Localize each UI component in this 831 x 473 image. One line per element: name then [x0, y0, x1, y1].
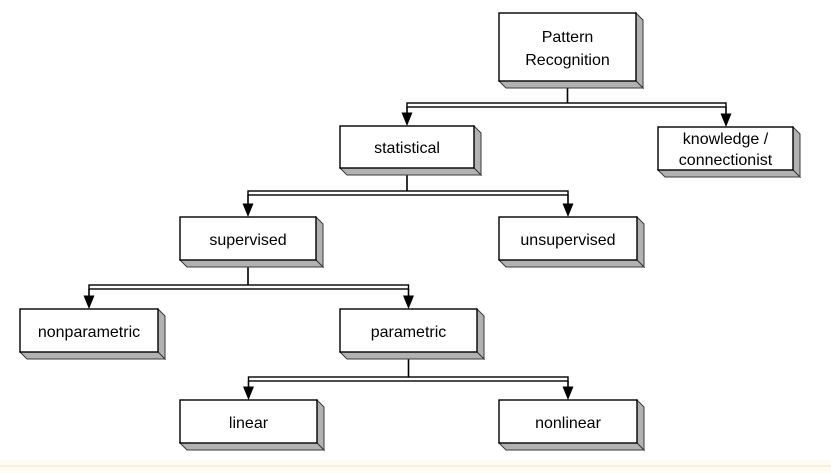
arrowhead-to-supervised: [242, 203, 254, 217]
node-label: connectionist: [679, 152, 773, 169]
footer-strip: [0, 460, 831, 473]
arrowhead-to-statistical: [401, 112, 413, 126]
node-supervised: supervised: [178, 215, 325, 269]
connector-pattern-recognition-children: [401, 81, 732, 127]
arrowhead-to-linear: [243, 386, 254, 400]
arrowhead-to-nonparametric: [83, 295, 95, 309]
arrowhead-to-unsupervised: [562, 203, 574, 217]
node-pattern-recognition: Pattern Recognition: [497, 11, 645, 90]
node-parametric: parametric: [338, 307, 486, 361]
node-label: Pattern: [542, 29, 594, 46]
node-nonparametric: nonparametric: [18, 307, 167, 361]
node-label: unsupervised: [520, 232, 615, 249]
node-label: knowledge /: [683, 131, 769, 148]
arrowhead-to-nonlinear: [562, 386, 574, 400]
node-label: linear: [229, 415, 269, 432]
node-statistical: statistical: [338, 124, 483, 177]
arrowhead-to-parametric: [403, 295, 414, 309]
node-label: supervised: [209, 232, 286, 249]
arrowhead-to-knowledge-connectionist: [720, 113, 732, 127]
node-label: nonlinear: [535, 415, 602, 432]
node-label: statistical: [374, 140, 440, 157]
node-linear: linear: [178, 398, 326, 452]
node-nonlinear: nonlinear: [497, 398, 646, 452]
node-knowledge-connectionist: knowledge / connectionist: [656, 125, 802, 179]
node-label: Recognition: [525, 52, 610, 69]
node-label: nonparametric: [38, 324, 140, 341]
connector-statistical-children: [242, 168, 574, 217]
node-unsupervised: unsupervised: [497, 215, 646, 269]
node-label: parametric: [371, 324, 447, 341]
